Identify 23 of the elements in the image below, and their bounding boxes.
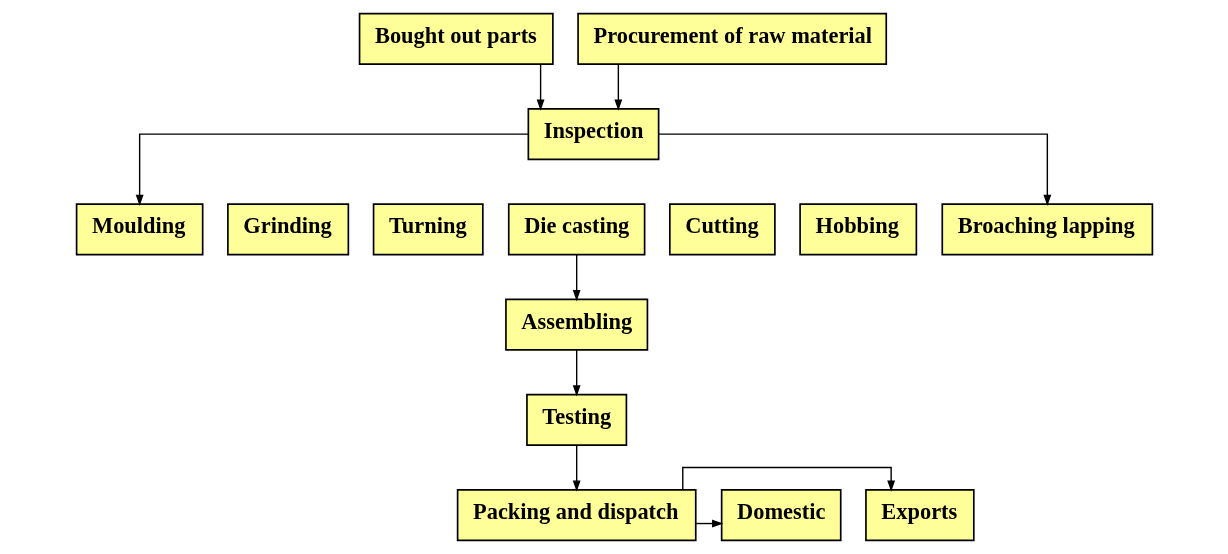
arrow	[657, 133, 1051, 206]
node-box: Procurement of raw material	[576, 12, 887, 65]
arrow	[135, 133, 529, 206]
node-box: Cutting	[668, 203, 776, 256]
node-box: Die casting	[507, 203, 645, 256]
arrow	[572, 349, 581, 397]
node-box: Packing and dispatch	[456, 489, 697, 542]
arrow	[536, 63, 545, 111]
node-box: Turning	[372, 203, 484, 256]
node-box: Grinding	[226, 203, 349, 256]
node-box: Assembling	[504, 298, 648, 351]
node-box: Hobbing	[798, 203, 917, 256]
node-box: Inspection	[527, 108, 659, 161]
node-box: Moulding	[75, 203, 203, 256]
node-box: Exports	[864, 489, 975, 542]
node-box: Domestic	[720, 489, 842, 542]
node-box: Bought out parts	[358, 12, 554, 65]
arrow	[613, 63, 622, 111]
arrow	[681, 466, 895, 492]
node-box: Testing	[525, 393, 627, 446]
arrow	[572, 444, 581, 492]
arrow	[572, 254, 581, 302]
node-box: Broaching lapping	[940, 203, 1153, 256]
